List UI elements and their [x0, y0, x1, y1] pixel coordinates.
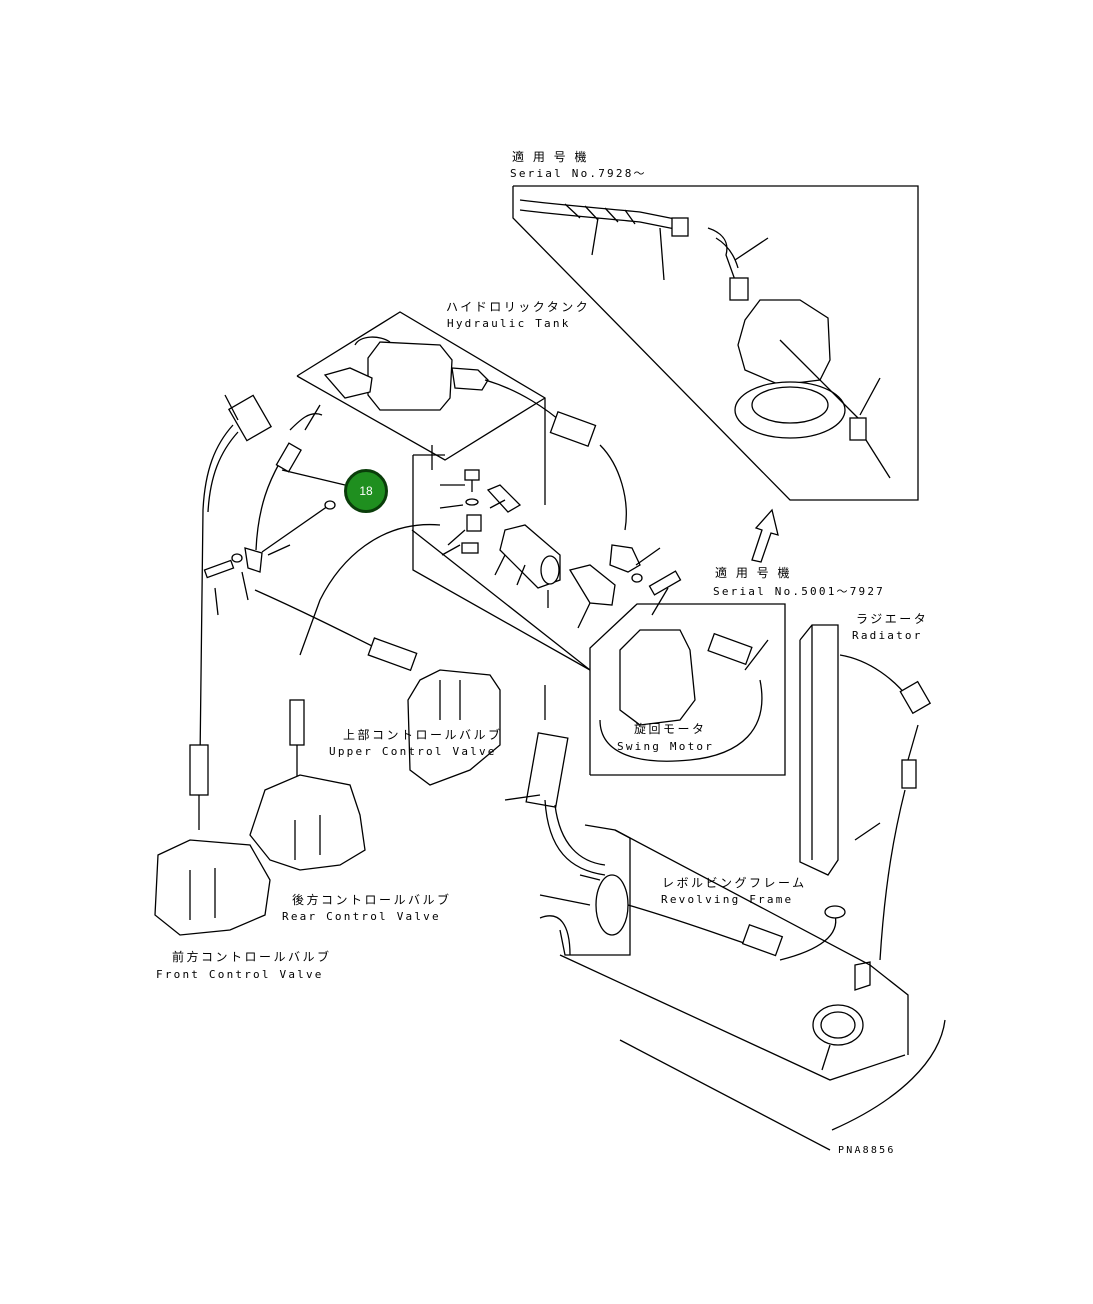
- callout-number: 18: [359, 484, 373, 498]
- hydraulic-tank-jp: ハイドロリックタンク: [446, 300, 591, 314]
- front-control-valve-jp: 前方コントロールバルブ: [172, 950, 332, 964]
- callout-badge-18[interactable]: 18: [344, 469, 388, 513]
- upper-control-valve-jp: 上部コントロールバルブ: [343, 728, 503, 742]
- radiator-jp: ラジエータ: [856, 612, 929, 626]
- applicable-serial-a-jp: 適 用 号 機: [512, 150, 589, 164]
- swing-motor-en: Swing Motor: [617, 740, 715, 753]
- front-control-valve-en: Front Control Valve: [156, 968, 324, 981]
- upper-control-valve: [407, 669, 501, 786]
- swing-motor-detail: [589, 603, 786, 776]
- radiator: [799, 624, 932, 961]
- revolving-frame-jp: レボルビングフレーム: [662, 876, 807, 890]
- rear-control-valve: [249, 774, 366, 871]
- revolving-frame-en: Revolving Frame: [661, 893, 794, 906]
- small-parts-group: [203, 454, 682, 671]
- detail-box-serial-7928: [512, 185, 919, 501]
- upper-control-valve-en: Upper Control Valve: [329, 745, 497, 758]
- applicable-serial-b-jp: 適 用 号 機: [715, 566, 792, 580]
- swing-motor-jp: 旋回モータ: [634, 722, 707, 736]
- applicable-serial-a-en: Serial No.7928～: [510, 167, 647, 180]
- pipe-routing: [189, 379, 627, 830]
- drawing-number: PNA8856: [838, 1145, 896, 1156]
- front-control-valve: [154, 839, 271, 936]
- hydraulic-tank: [296, 311, 546, 505]
- leader-lines: [224, 394, 591, 906]
- revolving-frame: [525, 732, 946, 1151]
- hydraulic-tank-en: Hydraulic Tank: [447, 317, 571, 330]
- arrow-up-icon: [751, 508, 779, 563]
- rear-control-valve-jp: 後方コントロールバルブ: [292, 893, 452, 907]
- applicable-serial-b-en: Serial No.5001～7927: [713, 585, 886, 598]
- rear-control-valve-en: Rear Control Valve: [282, 910, 441, 923]
- radiator-en: Radiator: [852, 629, 923, 642]
